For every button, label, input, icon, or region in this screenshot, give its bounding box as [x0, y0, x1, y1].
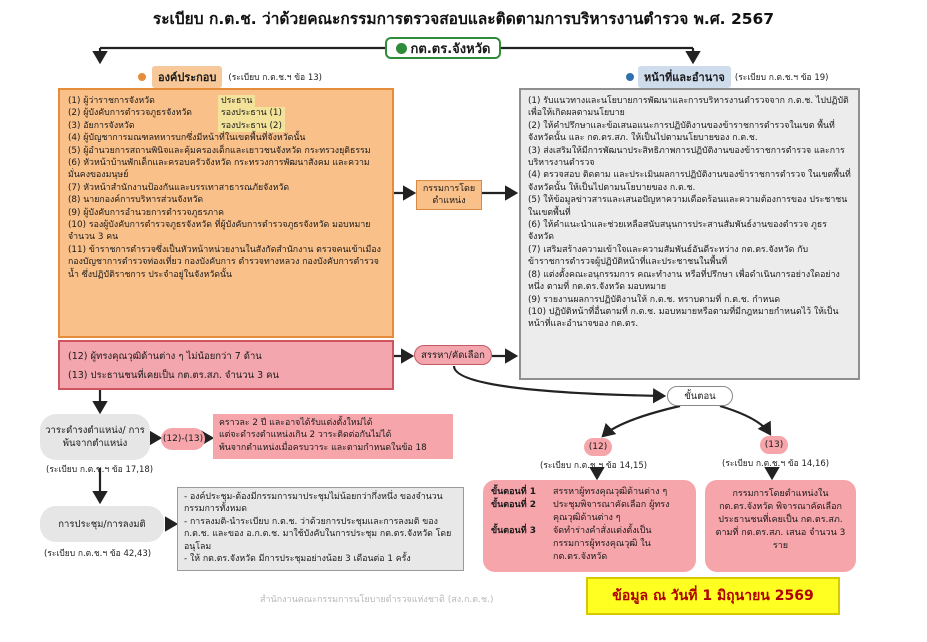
- step-text: สรรหาผู้ทรงคุณวุฒิด้านต่าง ๆ: [553, 487, 668, 497]
- duties-label: หน้าที่และอำนาจ: [638, 66, 731, 88]
- term-note: คราวละ 2 ปี และอาจได้รับแต่งตั้งใหม่ได้: [219, 418, 373, 428]
- member-role: รองประธาน (2): [218, 119, 285, 133]
- duty-item: (1) รับแนวทางและนโยบายการพัฒนาและการบริห…: [528, 96, 849, 119]
- blue-dot-icon: [626, 73, 634, 81]
- member-item: (9) ผู้บังคับการอำนวยการตำรวจภูธรภาค: [68, 207, 225, 218]
- duty-item: (7) เสริมสร้างความเข้าใจและความสัมพันธ์อ…: [528, 244, 809, 268]
- footer-org: สำนักงานคณะกรรมการนโยบายตำรวจแห่งชาติ (ส…: [260, 595, 494, 605]
- term-ref: (ระเบียบ ก.ต.ช.ฯ ข้อ 17,18): [46, 465, 154, 475]
- selection-pill: สรรหา/คัดเลือก: [414, 345, 492, 365]
- center-node-label: กต.ตร.จังหวัด: [410, 41, 491, 57]
- step13-ref: (ระเบียบ ก.ต.ช.ฯ ข้อ 14,16): [722, 459, 830, 469]
- ex-officio-box: กรรมการโดยตำแหน่ง: [416, 180, 482, 210]
- composition-ref: (ระเบียบ ก.ต.ช.ฯ ข้อ 13): [228, 73, 322, 83]
- member-item: (13) ประธานชนที่เคยเป็น กต.ตร.สภ. จำนวน …: [68, 370, 280, 381]
- member-item: (11) ข้าราชการตำรวจซึ่งเป็นหัวหน้าหน่วยง…: [68, 244, 381, 280]
- member-item: (2) ผู้บังคับการตำรวจภูธรจังหวัด: [68, 108, 193, 119]
- meeting-note: - องค์ประชุม-ต้องมีกรรมการมาประชุมไม่น้อ…: [184, 492, 443, 515]
- member-item: (6) หัวหน้าบ้านพักเด็กและครอบครัวจังหวัด…: [68, 158, 370, 181]
- step12-box: ขั้นตอนที่ 1 สรรหาผู้ทรงคุณวุฒิด้านต่าง ๆ…: [483, 480, 696, 572]
- step13-tag: (13): [760, 436, 788, 454]
- member-item: (4) ผู้บัญชาการมณฑลทหารบกซึ่งมีหน้าที่ใน…: [68, 133, 306, 144]
- term-tag: (12)-(13): [161, 428, 205, 450]
- duty-item: (4) ตรวจสอบ ติดตาม และประเมินผลการปฏิบัต…: [528, 170, 851, 193]
- duty-item: (3) ส่งเสริมให้มีการพัฒนาประสิทธิภาพการป…: [528, 145, 845, 169]
- meeting-note: - การลงมติ-นำระเบียบ ก.ต.ช. ว่าด้วยการปร…: [184, 516, 452, 552]
- page-title: ระเบียบ ก.ต.ช. ว่าด้วยคณะกรรมการตรวจสอบแ…: [152, 10, 775, 28]
- steps-pill: ขั้นตอน: [667, 386, 733, 406]
- member-item: (5) ผู้อำนวยการสถานพินิจและคุ้มครองเด็กแ…: [68, 145, 371, 156]
- orange-dot-icon: [138, 73, 146, 81]
- member-item: (8) นายกองค์การบริหารส่วนจังหวัด: [68, 195, 204, 206]
- step12-ref: (ระเบียบ ก.ต.ช.ฯ ข้อ 14,15): [540, 461, 648, 471]
- term-notes: คราวละ 2 ปี และอาจได้รับแต่งตั้งใหม่ได้ …: [213, 414, 453, 459]
- step-text: จัดทำร่างคำสั่งแต่งตั้งเป็น กรรมการผู้ทร…: [553, 526, 652, 562]
- member-item: (1) ผู้ว่าราชการจังหวัด: [68, 96, 155, 106]
- term-note: แต่จะดำรงตำแหน่งเกิน 2 วาระติดต่อกันไม่ไ…: [219, 430, 392, 441]
- step-text: ประชุมพิจารณาคัดเลือก ผู้ทรงคุณวุฒิด้านต…: [553, 500, 670, 523]
- step13-box: กรรมการโดยตำแหน่งใน กต.ตร.จังหวัด พิจารณ…: [705, 480, 856, 572]
- duty-item: (6) ให้คำแนะนำและช่วยเหลือสนับสนุนการประ…: [528, 220, 827, 243]
- green-dot-icon: [395, 42, 407, 54]
- step-head: ขั้นตอนที่ 1: [491, 487, 537, 497]
- meeting-note: - ให้ กต.ตร.จังหวัด มีการประชุมอย่างน้อย…: [184, 554, 411, 565]
- meeting-ref: (ระเบียบ ก.ต.ช.ฯ ข้อ 42,43): [44, 549, 152, 559]
- member-item: (10) รองผู้บังคับการตำรวจภูธรจังหวัด ที่…: [68, 220, 371, 243]
- expert-members-box: (12) ผู้ทรงคุณวุฒิด้านต่าง ๆ ไม่น้อยกว่า…: [58, 340, 394, 390]
- member-role: ประธาน: [218, 95, 256, 108]
- duties-ref: (ระเบียบ ก.ต.ช.ฯ ข้อ 19): [734, 73, 829, 83]
- duties-header: หน้าที่และอำนาจ (ระเบียบ ก.ต.ช.ฯ ข้อ 19): [626, 66, 828, 88]
- meeting-node: การประชุม/การลงมติ: [40, 506, 164, 542]
- composition-header: องค์ประกอบ (ระเบียบ ก.ต.ช.ฯ ข้อ 13): [138, 66, 322, 88]
- member-role: รองประธาน (1): [218, 107, 285, 120]
- composition-label: องค์ประกอบ: [152, 66, 223, 88]
- center-node: กต.ตร.จังหวัด: [385, 37, 501, 59]
- composition-box: (1) ผู้ว่าราชการจังหวัด ประธาน (2) ผู้บัง…: [58, 88, 394, 338]
- meeting-notes: - องค์ประชุม-ต้องมีกรรมการมาประชุมไม่น้อ…: [177, 487, 464, 571]
- member-item: (7) หัวหน้าสำนักงานป้องกันและบรรเทาสาธาร…: [68, 182, 290, 193]
- duty-item: (8) แต่งตั้งคณะอนุกรรมการ คณะทำงาน หรือท…: [528, 269, 840, 293]
- duty-item: (5) ให้ข้อมูลข่าวสารและเสนอปัญหาความเดือ…: [528, 195, 848, 218]
- step-head: ขั้นตอนที่ 2: [491, 500, 537, 510]
- duty-item: (9) รายงานผลการปฏิบัติงานให้ ก.ต.ช. ทราบ…: [528, 294, 781, 305]
- member-item: (3) อัยการจังหวัด: [68, 120, 135, 131]
- term-node: วาระดำรงตำแหน่ง/ การพ้นจากตำแหน่ง: [40, 414, 150, 460]
- duties-box: (1) รับแนวทางและนโยบายการพัฒนาและการบริห…: [519, 88, 860, 380]
- step-head: ขั้นตอนที่ 3: [491, 526, 537, 536]
- duty-item: (2) ให้คำปรึกษาและข้อเสนอแนะการปฏิบัติงา…: [528, 120, 835, 144]
- date-note: ข้อมูล ณ วันที่ 1 มิถุนายน 2569: [586, 577, 840, 615]
- duty-item: (10) ปฏิบัติหน้าที่อื่นตามที่ ก.ต.ช. มอบ…: [528, 306, 839, 330]
- term-note: พ้นจากตำแหน่งเมื่อครบวาระ และตามกำหนดในข…: [219, 442, 427, 453]
- step12-tag: (12): [584, 438, 612, 456]
- member-item: (12) ผู้ทรงคุณวุฒิด้านต่าง ๆ ไม่น้อยกว่า…: [68, 351, 262, 362]
